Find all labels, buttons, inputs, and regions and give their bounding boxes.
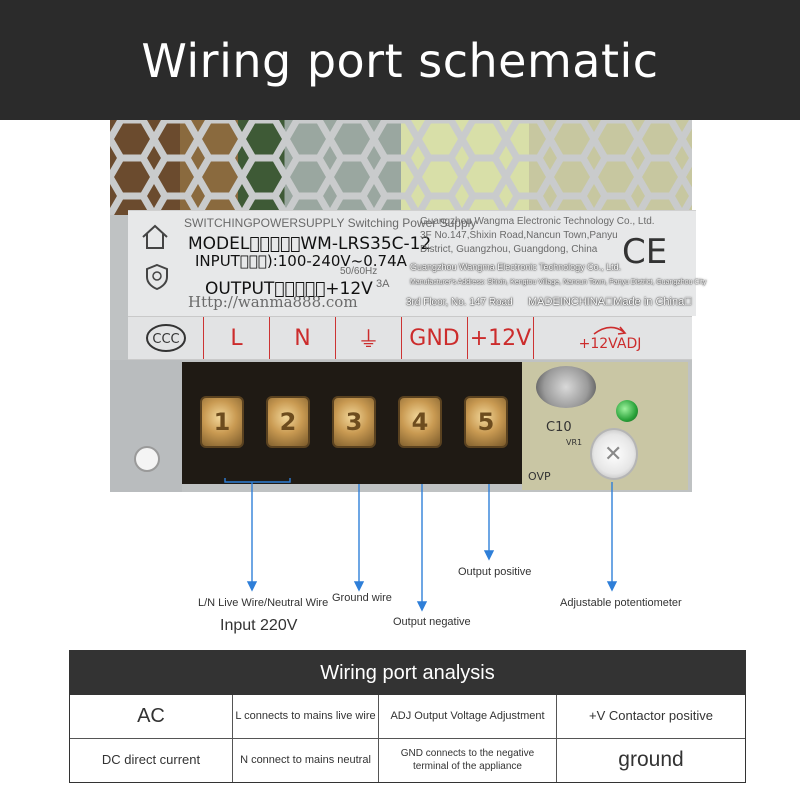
label-adjustable-pot: Adjustable potentiometer	[560, 597, 682, 609]
terminal-label-gnd: GND	[402, 317, 468, 359]
capacitor-label: C10	[546, 420, 572, 435]
label-output-negative: Output negative	[393, 616, 471, 628]
svg-text:CCC: CCC	[152, 332, 179, 347]
table-cell: DC direct current	[70, 739, 233, 782]
ln-bracket-line	[224, 478, 291, 483]
vr-label: VR1	[566, 438, 583, 447]
plate-line-switching: SWITCHINGPOWERSUPPLY Switching Power Sup…	[184, 216, 477, 230]
table-body: AC L connects to mains live wire ADJ Out…	[70, 695, 745, 782]
table-cell: ground	[618, 748, 684, 772]
plate-company-overlay: Guangzhou Wangma Electronic Technology C…	[410, 262, 622, 272]
plate-made-in: MADEINCHINA Made in China 	[528, 296, 693, 308]
label-output-positive: Output positive	[458, 566, 532, 578]
terminal-label-l: L	[204, 317, 270, 359]
terminal-screw-1[interactable]: 1	[200, 396, 244, 448]
shield-icon	[146, 264, 168, 290]
plate-line-output: OUTPUT     +12V	[205, 279, 373, 299]
label-plate	[128, 210, 696, 316]
plate-address-overlay: Manufacturer's Address: Shixin, Kengtou …	[410, 279, 707, 286]
home-icon	[142, 224, 168, 249]
terminal-screw-4[interactable]: 4	[398, 396, 442, 448]
adjustable-potentiometer[interactable]	[590, 428, 638, 480]
table-cell: ADJ Output Voltage Adjustment	[379, 695, 557, 739]
pot-cross-icon: ✕	[604, 442, 623, 467]
label-ln-wire: L/N Live Wire/Neutral Wire	[198, 597, 329, 609]
plate-line-model: MODEL     WM-LRS35C-12	[188, 234, 432, 254]
title-banner: Wiring port schematic	[0, 0, 800, 120]
adj-arrow-icon	[593, 326, 627, 335]
terminal-screw-3[interactable]: 3	[332, 396, 376, 448]
label-ground-wire: Ground wire	[332, 592, 392, 604]
label-input-220: Input 220V	[220, 617, 298, 634]
table-cell: L connects to mains live wire	[233, 695, 379, 739]
terminal-label-ground: ⏚	[336, 317, 402, 359]
ce-mark: CE	[622, 232, 668, 272]
ground-arrow-head	[353, 581, 365, 592]
plate-company-2: 3F No.147,Shixin Road,Nancun Town,Panyu	[420, 230, 618, 241]
table-header: Wiring port analysis	[70, 651, 745, 695]
table-title: Wiring port analysis	[320, 662, 495, 684]
terminal-screw-2[interactable]: 2	[266, 396, 310, 448]
ccc-cert-icon: CCC	[128, 317, 204, 359]
plate-floor-overlay: 3rd Floor, No. 147 Road	[406, 297, 513, 308]
pot-arrow-head	[606, 581, 618, 592]
terminal-label-n: N	[270, 317, 336, 359]
table-cell: GND connects to the negative terminal of…	[379, 739, 557, 782]
ln-arrow-head	[246, 581, 258, 592]
terminal-label-12v: +12V	[468, 317, 534, 359]
positive-arrow-head	[483, 550, 495, 561]
negative-arrow-head	[416, 601, 428, 612]
table-cell: AC	[70, 695, 233, 739]
plate-line-freq: 50/60Hz	[340, 266, 378, 277]
wiring-analysis-table: Wiring port analysis AC L connects to ma…	[69, 650, 746, 783]
table-cell: N connect to mains neutral	[233, 739, 379, 782]
terminal-label-strip: CCC L N ⏚ GND +12V +12VADJ	[128, 316, 692, 360]
ovp-label: OVP	[528, 470, 551, 483]
plate-company-3: District, Guangzhou, Guangdong, China	[420, 244, 598, 255]
adj-label: +12VADJ	[578, 336, 642, 352]
status-led	[616, 400, 638, 422]
terminal-label-adj: +12VADJ	[534, 317, 686, 359]
plate-line-amp: 3A	[376, 278, 390, 290]
plate-company-1: Guangzhou Wangma Electronic Technology C…	[420, 216, 655, 227]
plate-line-url: Http://wanma888.com	[188, 293, 358, 311]
terminal-screw-5[interactable]: 5	[464, 396, 508, 448]
ventilation-mesh	[110, 120, 692, 215]
plate-line-input: INPUT   ):100-240V~0.74A	[195, 252, 407, 270]
mounting-hole	[134, 446, 160, 472]
table-cell: +V Contactor positive	[557, 695, 745, 739]
page-title: Wiring port schematic	[141, 34, 659, 88]
capacitor	[536, 366, 596, 408]
